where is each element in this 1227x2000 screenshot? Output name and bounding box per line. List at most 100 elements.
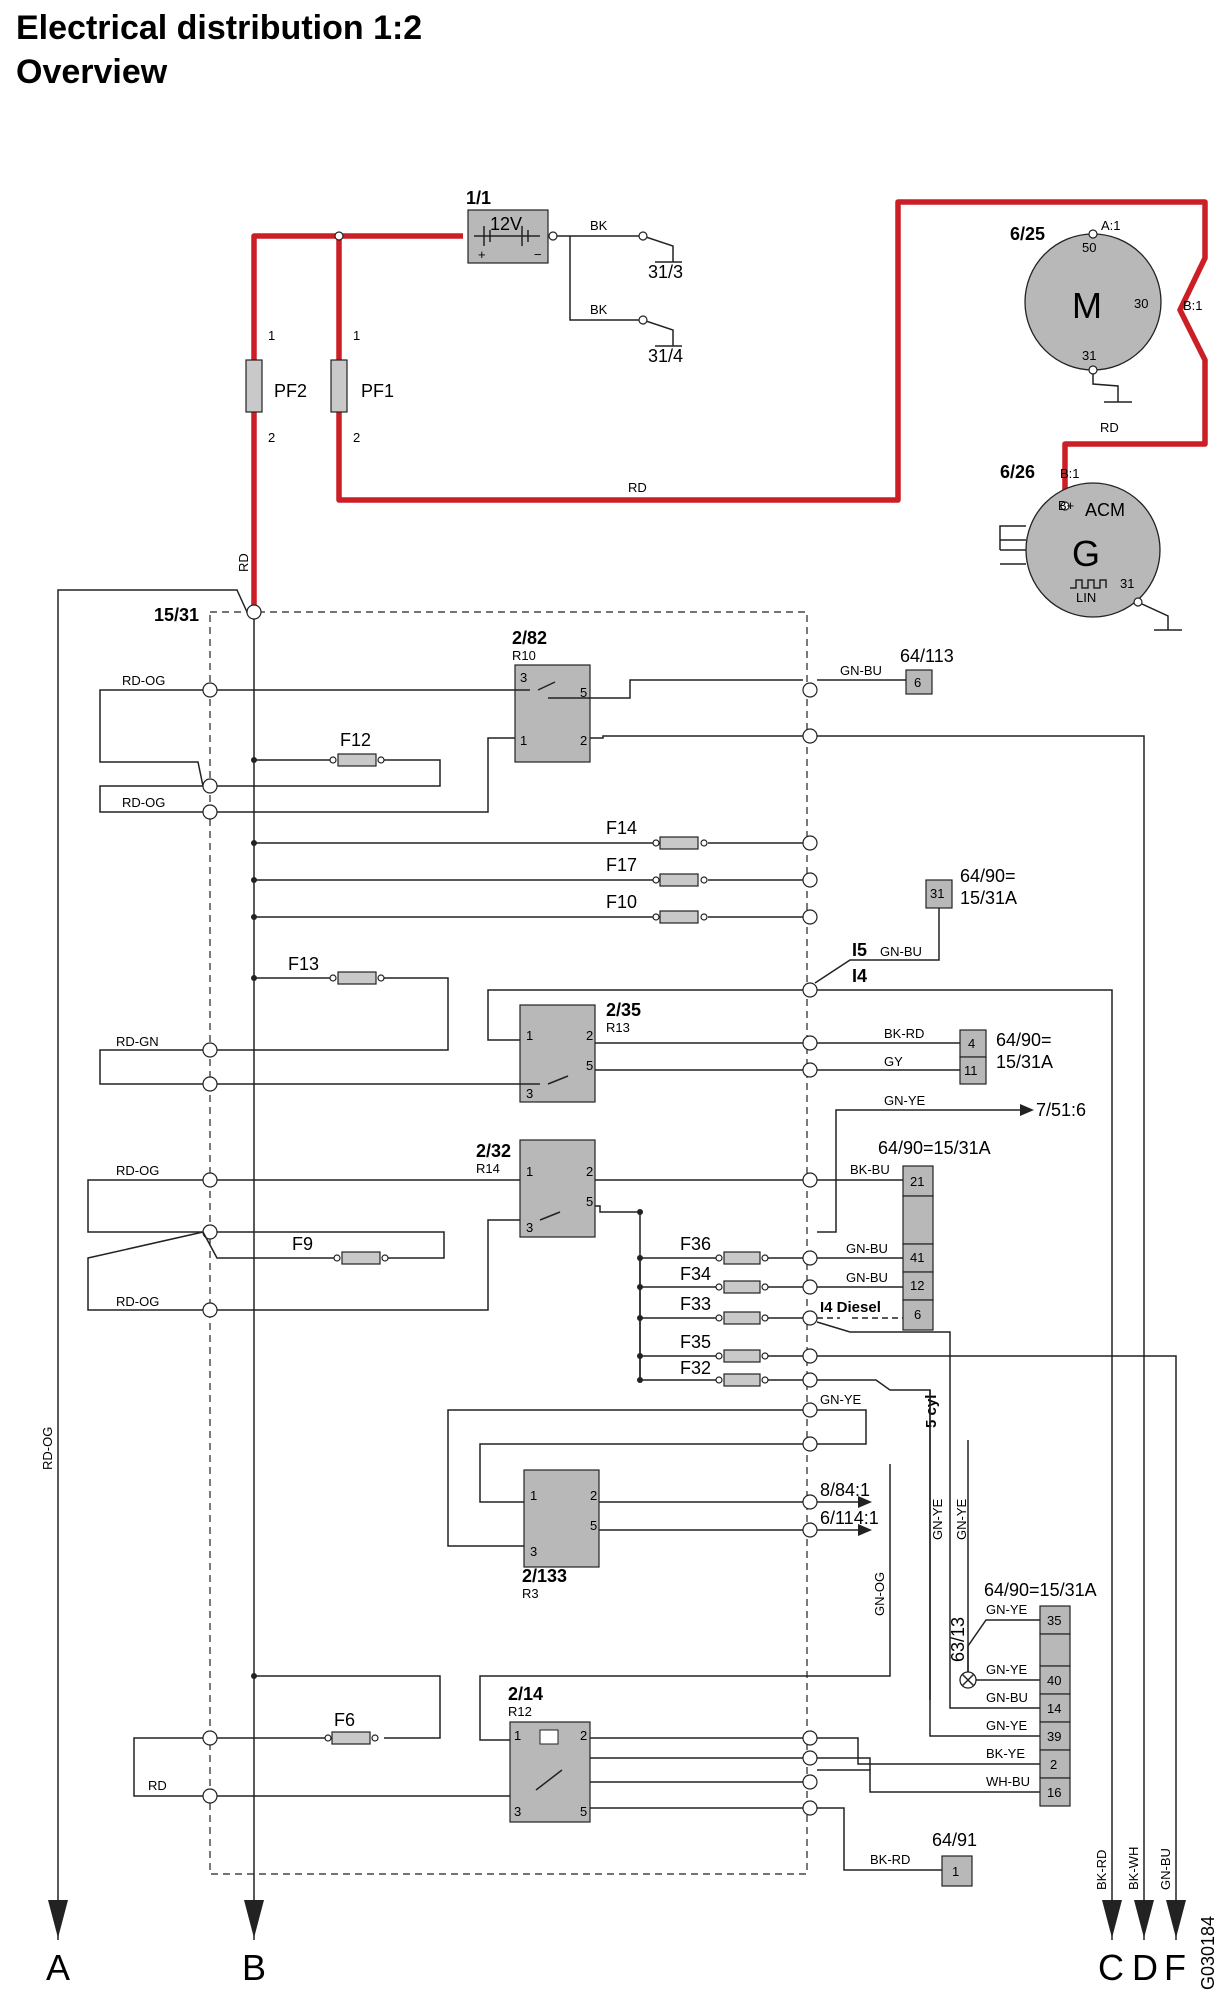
svg-text:1: 1 <box>526 1028 533 1043</box>
fusebox-label: 15/31 <box>154 605 199 625</box>
wire-label: RD <box>148 1778 167 1793</box>
wire-label: BK-RD <box>884 1026 924 1041</box>
fuse-f12 <box>337 753 377 767</box>
variant-label: I4 Diesel <box>820 1299 881 1316</box>
fuse-label: F6 <box>334 1710 355 1730</box>
wire-label: RD-GN <box>116 1034 159 1049</box>
wire-label: BK-RD <box>1094 1850 1109 1890</box>
wire-label: GN-BU <box>840 663 882 678</box>
connector-64-113 <box>905 669 933 695</box>
fuse-label: F9 <box>292 1234 313 1254</box>
main-terminal <box>246 604 262 620</box>
wire-label: BK <box>590 302 608 317</box>
relay-id: 2/35 <box>606 1000 641 1020</box>
connector-64-90-pin4 <box>959 1029 987 1058</box>
fuse-f13 <box>337 971 377 985</box>
fuse-bank: F36 F34 F33 F35 F32 <box>637 1234 803 1387</box>
pin-label: 40 <box>1047 1673 1061 1688</box>
fuse-label: F14 <box>606 818 637 838</box>
svg-text:3: 3 <box>526 1220 533 1235</box>
relay-ref: R14 <box>476 1161 500 1176</box>
relay-ref: R3 <box>522 1586 539 1601</box>
power-wiring <box>251 199 1208 612</box>
wire-label: GN-BU <box>1158 1848 1173 1890</box>
svg-text:1: 1 <box>530 1488 537 1503</box>
wire-label: BK-YE <box>986 1746 1025 1761</box>
reference-label: 7/51:6 <box>1036 1100 1086 1120</box>
terminal-label: 31 <box>1120 576 1134 591</box>
pin-label: 31 <box>930 886 944 901</box>
svg-text:3: 3 <box>526 1086 533 1101</box>
svg-text:5: 5 <box>586 1194 593 1209</box>
wire-label: GN-BU <box>986 1690 1028 1705</box>
page-title: Electrical distribution 1:2 <box>16 9 423 47</box>
fuse-row-f17: F17 <box>251 855 818 888</box>
pin-label: B:1 <box>1060 466 1080 481</box>
wire-label: WH-BU <box>986 1774 1030 1789</box>
wire-label: GY <box>884 1054 903 1069</box>
fuse-label: F17 <box>606 855 637 875</box>
relay-id: 2/133 <box>522 1566 567 1586</box>
pf1-label: PF1 <box>361 381 394 401</box>
svg-text:2: 2 <box>268 430 275 445</box>
fuse-f9 <box>341 1251 381 1265</box>
connector-blank <box>1039 1633 1071 1667</box>
junction <box>334 231 344 241</box>
svg-text:2: 2 <box>353 430 360 445</box>
output-c: C <box>1098 1947 1124 1988</box>
page-subtitle: Overview <box>16 53 168 91</box>
relay-2-133: 2/133 R3 1 2 5 3 <box>522 1469 600 1601</box>
connector-id: 64/113 <box>900 646 954 666</box>
wire-label: RD-OG <box>116 1294 159 1309</box>
fuse-label: F13 <box>288 954 319 974</box>
connector-id: 64/90= <box>996 1030 1052 1050</box>
pin-label: 41 <box>910 1250 924 1265</box>
battery-id: 1/1 <box>466 188 491 208</box>
fusebox-outline <box>209 611 808 1875</box>
pin-label: 35 <box>1047 1613 1061 1628</box>
fuse-label: F34 <box>680 1264 711 1284</box>
svg-text:5: 5 <box>586 1058 593 1073</box>
wire-label: RD-OG <box>122 673 165 688</box>
wire-label: GN-YE <box>820 1392 862 1407</box>
svg-text:1: 1 <box>268 328 275 343</box>
reference-label: 63/13 <box>948 1617 968 1662</box>
output-arrows <box>48 1900 1186 1938</box>
connector-64-90-pin11 <box>959 1056 987 1085</box>
fuse-label: F12 <box>340 730 371 750</box>
connector-pin14 <box>1039 1693 1071 1723</box>
svg-text:2: 2 <box>590 1488 597 1503</box>
svg-text:2: 2 <box>580 733 587 748</box>
pin-label: 11 <box>964 1063 978 1078</box>
pin-label: 4 <box>968 1036 975 1051</box>
motor-symbol: M <box>1072 285 1102 326</box>
wire-label: GN-YE <box>986 1718 1028 1733</box>
acm-label: ACM <box>1085 500 1125 520</box>
connector-id: 64/90=15/31A <box>984 1580 1097 1600</box>
svg-text:1: 1 <box>520 733 527 748</box>
wire-label: GN-YE <box>954 1499 969 1541</box>
svg-text:3: 3 <box>530 1544 537 1559</box>
alternator-id: 6/26 <box>1000 462 1035 482</box>
connector-64-91 <box>941 1855 973 1887</box>
reference-label: 6/114:1 <box>820 1508 879 1528</box>
svg-text:5: 5 <box>590 1518 597 1533</box>
connector-id: 15/31A <box>996 1052 1053 1072</box>
pin-label: 6 <box>914 1307 921 1322</box>
svg-text:2: 2 <box>580 1728 587 1743</box>
pin-label: 1 <box>952 1864 959 1879</box>
relay-id: 2/32 <box>476 1141 511 1161</box>
connector-id: 15/31A <box>960 888 1017 908</box>
connector-64-90-pin31 <box>925 879 953 909</box>
connector-id: 64/90= <box>960 866 1016 886</box>
pin-label: 2 <box>1050 1757 1057 1772</box>
wire-label: RD-OG <box>40 1427 55 1470</box>
pin-label: B:1 <box>1183 298 1203 313</box>
wire-label: GN-YE <box>986 1602 1028 1617</box>
pin-label: 21 <box>910 1174 924 1189</box>
battery-voltage: 12V <box>490 214 522 234</box>
